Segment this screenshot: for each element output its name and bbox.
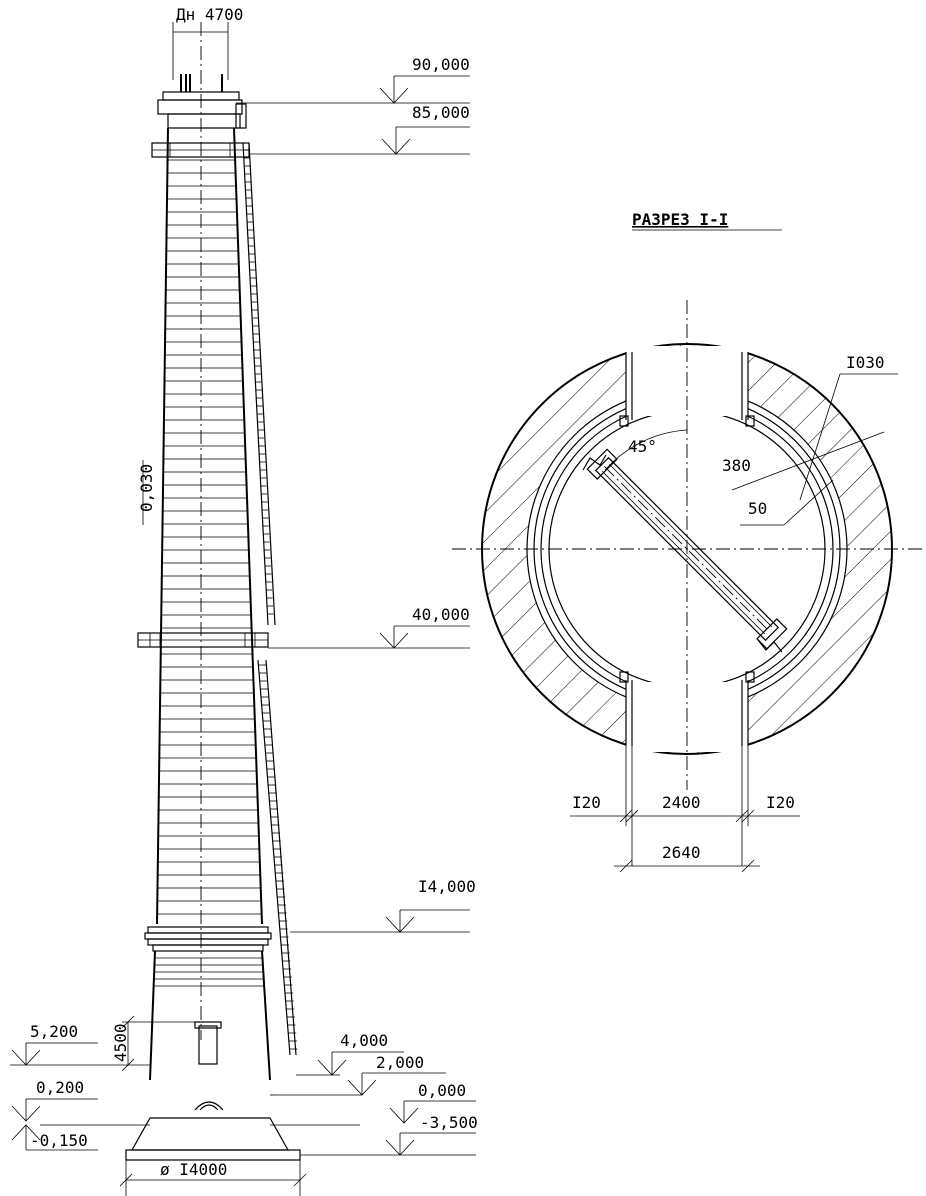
dim-1030-label: I030 (846, 353, 885, 372)
level-2-label: 2,000 (376, 1053, 424, 1072)
angle-label: 45° (628, 437, 657, 456)
slope-label: 0,030 (137, 464, 156, 512)
level-5-2-label: 5,200 (30, 1022, 78, 1041)
ladder-rungs (243, 149, 298, 1050)
dim-2640-label: 2640 (662, 843, 701, 862)
level-markers (10, 75, 476, 1196)
level-90-label: 90,000 (412, 55, 470, 74)
dim-50-label: 50 (748, 499, 767, 518)
height-4500-label: 4500 (111, 1023, 130, 1062)
base-diameter-label: ø I4000 (160, 1160, 227, 1179)
level-m0-15-label: -0,150 (30, 1131, 88, 1150)
level-0-2-label: 0,200 (36, 1078, 84, 1097)
dim-120-left-label: I20 (572, 793, 601, 812)
level-40-label: 40,000 (412, 605, 470, 624)
dim-380-label: 380 (722, 456, 751, 475)
dim-2400-label: 2400 (662, 793, 701, 812)
level-m3-5-label: -3,500 (420, 1113, 478, 1132)
level-4-label: 4,000 (340, 1031, 388, 1050)
top-diameter-label: Дн 4700 (176, 5, 243, 24)
shaft-bands (157, 159, 262, 915)
section-title: РАЗРЕЗ I-I (632, 210, 728, 229)
level-14-label: I4,000 (418, 877, 476, 896)
section-drawing (452, 300, 926, 873)
chimney-elevation (40, 22, 360, 1161)
dim-120-right-label: I20 (766, 793, 795, 812)
level-0-label: 0,000 (418, 1081, 466, 1100)
level-85-label: 85,000 (412, 103, 470, 122)
